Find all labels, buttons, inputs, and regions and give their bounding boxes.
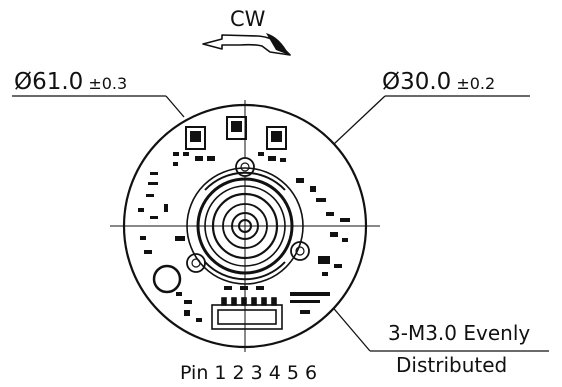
- inner-diameter-callout: Ø30.0±0.2: [382, 69, 495, 95]
- motor-hub: [186, 167, 304, 285]
- round-component-icon: [152, 264, 182, 294]
- holes-label-line2: Distributed: [396, 353, 507, 377]
- cw-arrow-icon: [202, 33, 291, 56]
- pin-connector: [211, 297, 283, 330]
- holes-label-line1: 3-M3.0 Evenly: [388, 321, 530, 345]
- outer-diameter-callout: Ø61.0±0.3: [14, 69, 127, 95]
- outer-diameter-leader-tail: [165, 95, 185, 118]
- rotation-label: CW: [230, 7, 266, 31]
- pin-label: Pin 1 2 3 4 5 6: [180, 362, 317, 384]
- pcb-board: [110, 100, 380, 352]
- smd-components: [138, 152, 350, 322]
- top-terminal-pads: [185, 116, 287, 150]
